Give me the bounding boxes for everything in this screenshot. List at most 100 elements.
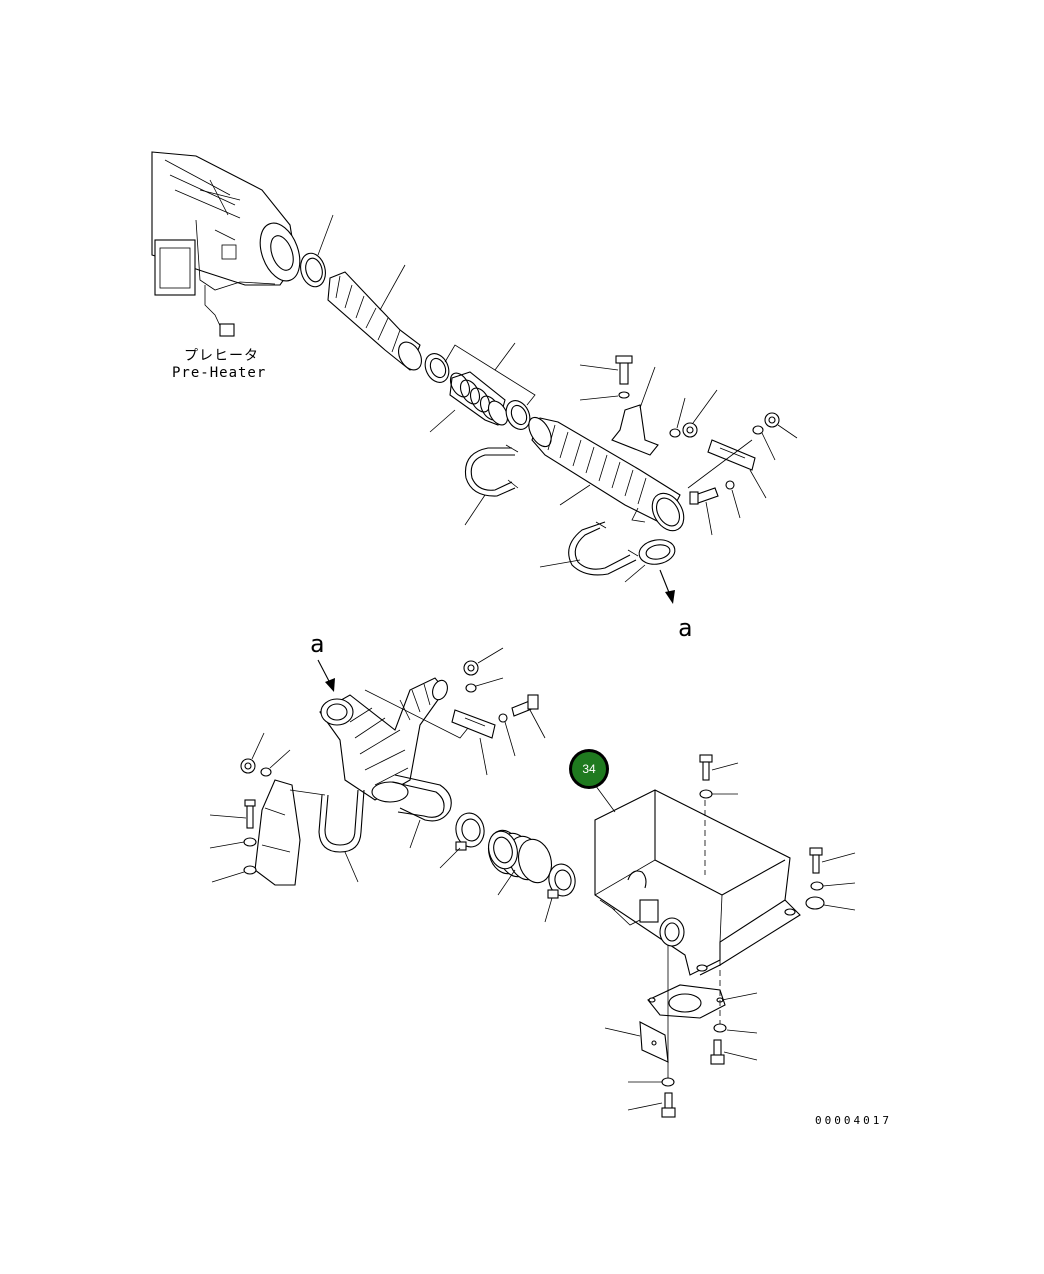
hanger-bracket (611, 355, 659, 456)
cover-box (594, 789, 801, 976)
bolt (689, 487, 719, 505)
cover-plate (639, 1021, 669, 1063)
leader-line (579, 395, 619, 401)
u-bolt-lower-left (318, 789, 365, 853)
leader-line (711, 439, 753, 471)
nut (682, 422, 698, 438)
washer (725, 480, 735, 490)
leader-line (711, 762, 739, 771)
washer (260, 767, 272, 777)
leader-line (497, 869, 516, 896)
bolt (511, 694, 539, 717)
hose-clamp-4 (638, 539, 676, 565)
leader-line (409, 819, 421, 849)
leader-line (539, 559, 581, 568)
leader-line (209, 841, 245, 849)
bolt (699, 754, 713, 781)
leader-line (251, 732, 265, 760)
pre-heater-jp-label: プレヒータ (184, 348, 259, 364)
leader-line (479, 737, 488, 776)
leader-line (429, 409, 456, 433)
leader-line (209, 814, 247, 819)
washer (713, 1023, 727, 1033)
leader-line (821, 852, 856, 863)
leader-line (749, 469, 767, 499)
reference-letter-a-top: a (678, 614, 692, 642)
reference-arrow-a-top (659, 569, 675, 604)
leader-line (379, 264, 406, 311)
washer (805, 896, 825, 910)
clip-bracket-lower (451, 709, 496, 739)
reference-arrow-a-bottom (317, 659, 335, 692)
leader-line (477, 647, 504, 664)
leader-line (687, 469, 713, 489)
drawing-code: 00004017 (815, 1114, 892, 1127)
pre-heater-en-label: Pre-Heater (172, 365, 266, 381)
pre-heater-unit (151, 151, 301, 337)
support-bracket-left (254, 779, 301, 886)
leader-line (777, 424, 798, 439)
washer (699, 789, 713, 799)
leader-line (639, 366, 656, 409)
washer (810, 881, 824, 891)
badge-number: 34 (582, 762, 596, 776)
leader-line (544, 897, 553, 923)
leader-line (289, 789, 326, 796)
leader-line (344, 851, 359, 883)
leader-line (504, 721, 516, 757)
flexible-hose-middle (528, 416, 685, 532)
leader-line (464, 494, 486, 526)
reference-letter-a-bottom: a (310, 630, 324, 658)
leader-line (439, 847, 461, 869)
washer (498, 713, 508, 723)
leader-line (624, 564, 646, 583)
leader-line (761, 432, 776, 461)
bolt (809, 847, 823, 874)
bolt (661, 1092, 676, 1118)
hose-clamp-5 (455, 812, 485, 851)
nut (463, 660, 479, 676)
leader-line (731, 489, 741, 519)
group-bracket-line (364, 689, 469, 739)
bolt (244, 799, 256, 829)
bolt (710, 1039, 725, 1065)
leader-line (559, 484, 591, 506)
leader-line (269, 749, 291, 769)
elbow-hose-lower (319, 677, 448, 803)
badge-fill (572, 752, 606, 786)
leader-line (823, 904, 856, 911)
washer (465, 683, 477, 693)
leader-line (721, 992, 758, 1001)
flexible-hose-upper (327, 271, 423, 371)
leader-line (705, 501, 713, 536)
flange-gasket (647, 984, 726, 1019)
washer (661, 1077, 675, 1087)
leader-line (726, 1029, 758, 1034)
rubber-bellows-lower (487, 829, 553, 884)
leader-line (627, 1102, 663, 1111)
leader-line (475, 677, 504, 687)
leader-line (723, 1051, 758, 1061)
washer (243, 865, 257, 875)
leader-line (822, 882, 856, 887)
hose-clamp-3 (505, 400, 531, 430)
part-number-badge: 34 (569, 749, 609, 789)
u-bolt-upper-right (568, 521, 639, 576)
u-bolt-upper-left (464, 444, 519, 497)
hose-clamp-1 (300, 252, 326, 288)
nut (764, 412, 780, 428)
leader-line (211, 871, 245, 883)
nut (240, 758, 256, 774)
washer (669, 428, 681, 438)
rubber-bellows-upper (449, 371, 509, 426)
leader-line (494, 342, 516, 371)
leader-line (529, 709, 546, 739)
u-bolt-lower-middle (391, 774, 452, 822)
washer (243, 837, 257, 847)
leader-line (692, 389, 718, 424)
leader-line (317, 214, 334, 256)
leader-line (676, 397, 686, 429)
washer (752, 425, 764, 435)
